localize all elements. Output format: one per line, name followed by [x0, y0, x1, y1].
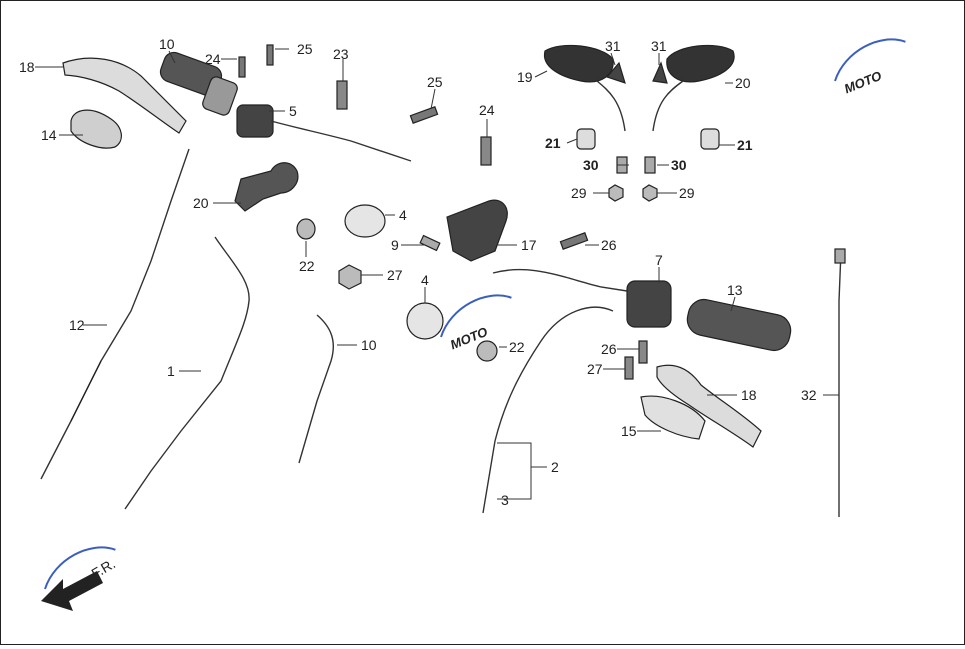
part-25-screw-b — [559, 232, 589, 250]
callout-18: 18 — [741, 387, 757, 403]
callout-29-b: 29 — [679, 185, 695, 201]
part-6-switch-housing — [626, 280, 672, 328]
part-22-washer-a — [296, 218, 316, 240]
part-31-cap-a — [605, 61, 626, 84]
callout-24-b: 25 — [297, 41, 313, 57]
mirror-19-stem — [596, 80, 626, 132]
part-22-washer-b — [476, 340, 498, 362]
callout-10: 10 — [159, 36, 175, 52]
part-20-mirror — [666, 44, 735, 83]
callout-24-a: 24 — [205, 51, 221, 67]
callout-2: 2 — [551, 459, 559, 475]
part-26-bolt-b — [624, 356, 634, 380]
callout-27: 27 — [387, 267, 403, 283]
callout-7: 9 — [391, 237, 399, 253]
callout-19: 19 — [517, 69, 533, 85]
part-1-cable — [124, 236, 250, 510]
part-23-bolt-b — [480, 136, 492, 166]
part-21-cover-a — [576, 128, 596, 150]
callout-31-b: 31 — [651, 38, 667, 54]
part-9-clutch-cable — [40, 148, 190, 480]
part-7-adjuster — [419, 234, 441, 252]
callout-15: 17 — [521, 237, 537, 253]
part-16-bracket — [234, 162, 299, 212]
callout-23-a: 23 — [333, 46, 349, 62]
callout-22-a: 22 — [299, 258, 315, 274]
arrow-icon — [41, 571, 103, 611]
callout-13: 14 — [41, 127, 57, 143]
part-32-cable — [838, 250, 842, 517]
part-4-clamp-a — [344, 204, 386, 238]
svg-text:MOTO: MOTO — [52, 576, 94, 604]
leader-lines — [35, 48, 839, 500]
part-29-nut-b — [642, 184, 658, 202]
part-15-master-cylinder — [446, 199, 508, 262]
callout-17: 18 — [19, 59, 35, 75]
callout-22-b: 22 — [509, 339, 525, 355]
part-32-end — [834, 248, 846, 264]
part-12-grip — [686, 298, 792, 352]
callout-26-a: 26 — [601, 341, 617, 357]
callout-32: 32 — [801, 387, 817, 403]
callout-6: 7 — [655, 252, 663, 268]
part-5-switch-housing — [236, 104, 274, 138]
part-25-screw-a — [409, 106, 439, 124]
switch-wiring — [492, 268, 628, 292]
callout-21-b: 21 — [737, 137, 753, 153]
callout-30-b: 30 — [671, 157, 687, 173]
callout-8: 10 — [361, 337, 377, 353]
svg-text:MOTO: MOTO — [842, 68, 884, 96]
part-23-bolt-a — [336, 80, 348, 110]
part-8-cable — [298, 314, 335, 464]
mirror-20-stem — [652, 80, 684, 132]
part-14-boot — [640, 395, 706, 440]
callout-25-a: 25 — [427, 74, 443, 90]
watermark-logo-a: MOTO — [834, 38, 906, 96]
callout-3: 3 — [501, 492, 509, 508]
part-24-screw-b — [266, 44, 274, 66]
callout-26-b: 27 — [587, 361, 603, 377]
part-2-cable — [482, 306, 614, 514]
part-31-cap-b — [652, 61, 668, 84]
callout-4-a: 4 — [399, 207, 407, 223]
part-10-throttle-grip — [159, 51, 238, 116]
callout-21-a: 21 — [545, 135, 561, 151]
callout-14: 15 — [621, 423, 637, 439]
part-24-screw-a — [238, 56, 246, 78]
callout-23-b: 24 — [479, 102, 495, 118]
part-9-boot — [70, 360, 102, 422]
part-18-brake-lever — [656, 364, 762, 448]
part-21-cover-b — [700, 128, 720, 150]
callout-9: 12 — [69, 317, 85, 333]
callout-4-b: 4 — [421, 272, 429, 288]
callout-29-a: 29 — [571, 185, 587, 201]
callout-20: 20 — [735, 75, 751, 91]
throttle-cable — [270, 120, 412, 162]
callout-5: 5 — [289, 103, 297, 119]
callout-25-b: 26 — [601, 237, 617, 253]
part-17-lever — [62, 57, 187, 134]
part-29-nut-a — [608, 184, 624, 202]
callout-16: 20 — [193, 195, 209, 211]
callout-1: 1 — [167, 363, 175, 379]
part-27-nut — [338, 264, 362, 290]
part-19-mirror — [543, 44, 614, 83]
part-4-clamp-b — [406, 302, 444, 340]
callout-31-a: 31 — [605, 38, 621, 54]
callout-30-a: 30 — [583, 157, 599, 173]
part-13-boot — [70, 109, 122, 149]
callout-12: 13 — [727, 282, 743, 298]
part-30-adapter-b — [644, 156, 656, 174]
part-26-bolt-a — [638, 340, 648, 364]
callout-labels: 18 14 10 24 25 23 25 5 20 4 22 27 9 4 17… — [19, 36, 817, 508]
